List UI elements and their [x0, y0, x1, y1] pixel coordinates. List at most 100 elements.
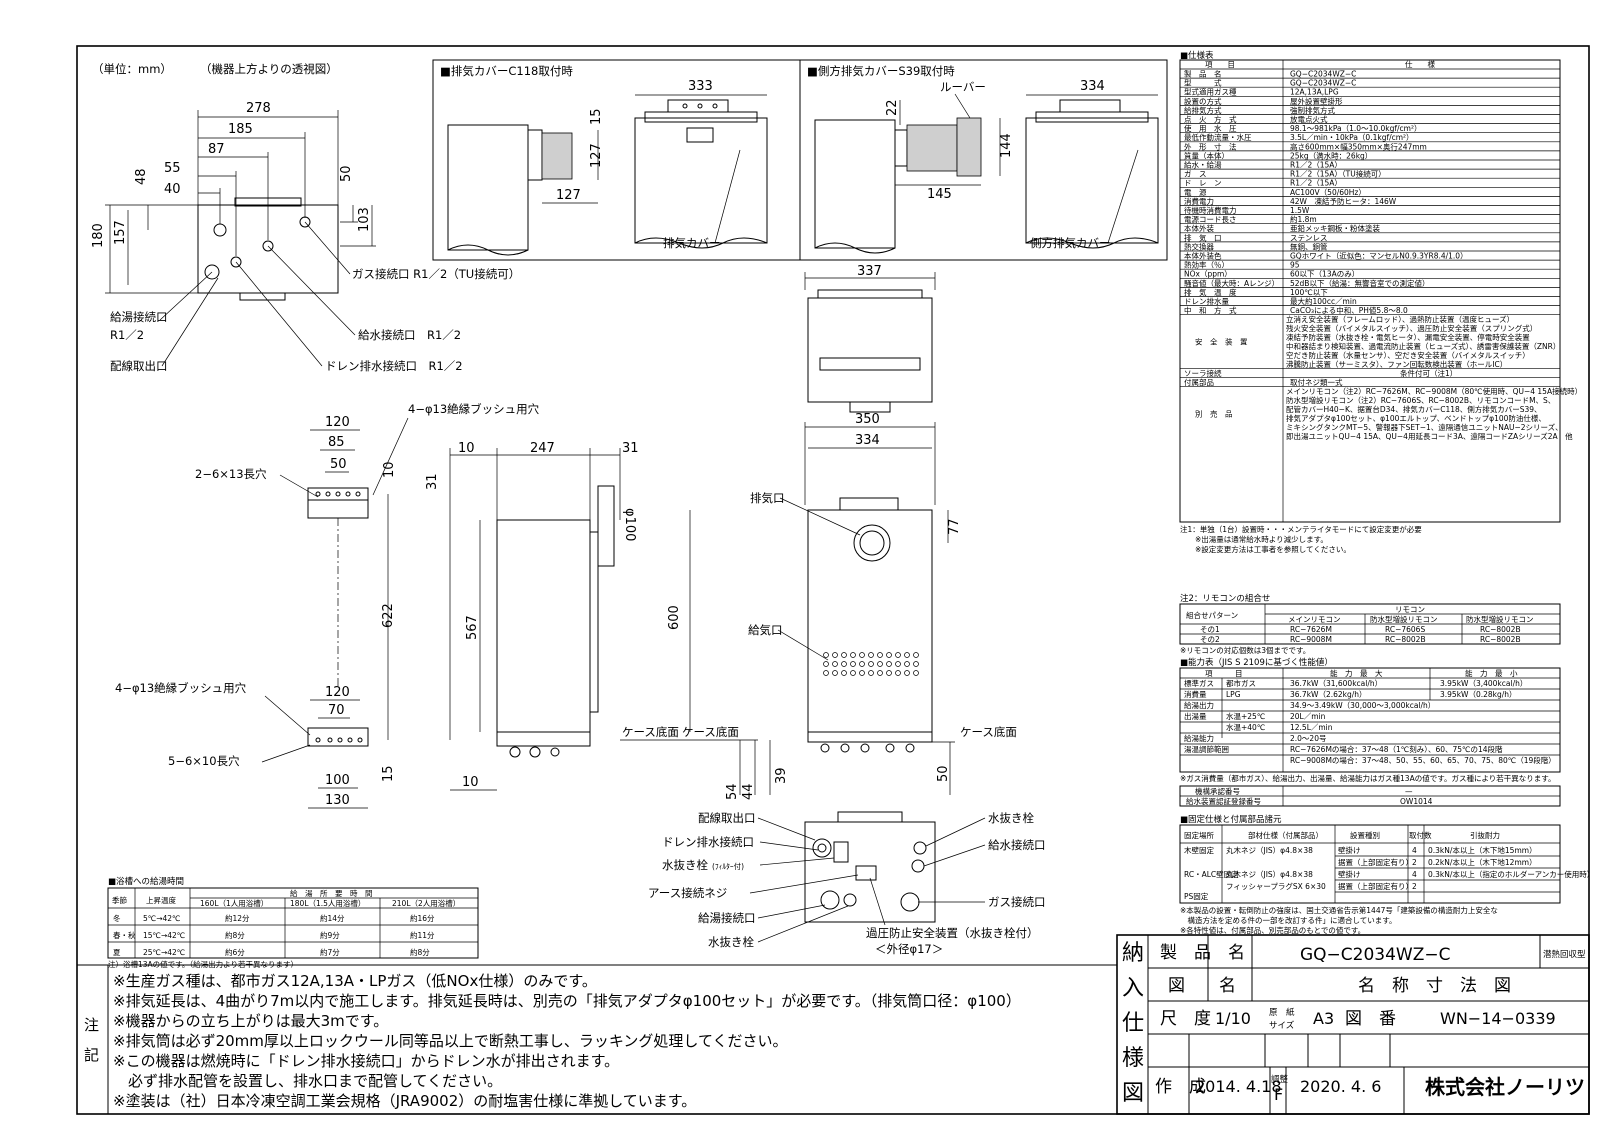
svg-text:15: 15: [589, 108, 604, 125]
grille-hole: [877, 652, 883, 658]
tb-vertical-char: 納: [1122, 941, 1144, 966]
bath-fill-time-table: ■浴槽への給湯時間 季節 上昇温度 給 湯 所 要 時 間 160L（1人用浴槽…: [107, 876, 479, 969]
tb-product-label: 製 品 名: [1160, 943, 1245, 963]
label-bottom-wiring: 配線取出口: [698, 811, 756, 825]
spec-row-label: 電 源: [1184, 188, 1207, 197]
option-line: メインリモコン（注2）RC−7626M、RC−9008M（80℃使用時、QU−4…: [1286, 386, 1582, 396]
grille-hole: [895, 661, 901, 667]
spec-row-value: GQホワイト（近似色：マンセルN0.9.3YR8.4/1.0）: [1290, 251, 1468, 261]
tb-number: WN−14−0339: [1440, 1009, 1556, 1028]
svg-text:39: 39: [774, 767, 789, 784]
fix-cell: 0.3kN/本以上（木下地15mm）: [1428, 845, 1537, 855]
intake-grille: [823, 652, 919, 676]
top-plan-view: 337: [804, 264, 936, 413]
remote-cell: RC−8002B: [1480, 635, 1521, 644]
note-line: 必ず排水配管を設置し、排水口まで配管してください。: [113, 1072, 502, 1090]
callout-gas: ガス接続口 R1／2（TU接続可）: [352, 267, 520, 281]
safety-line: 残火安全装置（バイメタルスイッチ）、過圧防止安全装置（スプリング式）: [1286, 323, 1537, 333]
spec-row-label: 排 気 口: [1184, 232, 1222, 242]
label-intake: 給気口: [748, 623, 783, 637]
spec-row-value: ステンレス: [1290, 233, 1328, 242]
spec-row-label: 中 和 方 式: [1184, 305, 1237, 315]
top-port-drain: [230, 256, 242, 268]
grille-hole: [904, 652, 910, 658]
cover-c118-side: [541, 132, 573, 180]
dim-top-48: 48: [134, 168, 149, 185]
dim-top-278: 278: [246, 101, 271, 116]
tb-paper-label-1: 原 紙: [1269, 1007, 1295, 1018]
capacity-cell: 水温+40℃: [1226, 722, 1265, 732]
callout-bottom-holes: 4−φ13絶縁ブッシュ用穴: [115, 681, 247, 695]
tb-rev-label: 調整: [1271, 1074, 1289, 1085]
grille-hole: [823, 652, 829, 658]
sheet-border: [76, 45, 1590, 1115]
spec-row-label: 給水・給湯: [1184, 160, 1222, 170]
bath-cell: 約8分: [225, 930, 245, 940]
spec-row-value: 屋外設置壁掛形: [1290, 96, 1343, 106]
front-view: 350 334 排気口 77 600 給気口 ケース底面 ケース底面 50: [667, 412, 1017, 795]
svg-text:54: 54: [725, 783, 740, 800]
label-bottom-drain-plug: 水抜き栓: [708, 935, 754, 949]
svg-text:固定場所: 固定場所: [1184, 830, 1214, 840]
spec-row-value: 約1.8m: [1290, 214, 1317, 224]
svg-text:85: 85: [328, 435, 345, 450]
spec-row-label: 熱効率（％）: [1184, 260, 1229, 270]
grille-hole: [868, 661, 874, 667]
note1-line: 注1：単独（1台）設置時・・・メンテライタモードにて設定変更が必要: [1180, 524, 1422, 534]
safety-label: 安 全 装 置: [1195, 337, 1248, 347]
safety-line: 中和器詰まり検知装置、過電流防止装置（ヒューズ式）、誘雷害保護装置（ZNR）: [1286, 341, 1560, 351]
label-louver: ルーバー: [940, 80, 986, 94]
spec-row-label: 電源コード長さ: [1184, 215, 1237, 224]
grille-hole: [841, 661, 847, 667]
remote-title: 注2：リモコンの組合せ: [1180, 593, 1270, 604]
bath-cell: 約11分: [410, 930, 435, 940]
svg-text:仕 様: 仕 様: [1405, 59, 1435, 69]
spec-row-value: R1／2（15A）（TU接続可）: [1290, 169, 1386, 179]
remote-cell: その2: [1200, 635, 1220, 644]
capacity-cell: RC−7626Mの場合：37〜48（1℃刻み）、60、75℃の14段階: [1290, 744, 1503, 754]
spec-row-value: 亜鉛メッキ鋼板・粉体塗装: [1290, 223, 1380, 233]
dim-top-157: 157: [113, 220, 128, 245]
grille-hole: [832, 652, 838, 658]
fix-cell: 2: [1412, 882, 1417, 891]
remote-cell: RC−8002B: [1480, 625, 1521, 634]
capacity-cell: 消費量: [1184, 689, 1207, 699]
option-line: 即出湯ユニットQU−4 15A、QU−4用延長コード3A、遠隔コードZAシリーズ…: [1286, 431, 1573, 441]
spec-row-value: CaCO₃による中和、PH値5.8〜8.0: [1290, 305, 1408, 315]
capacity-cell: 湯温調節範囲: [1184, 744, 1229, 754]
bath-cell: 25℃→42℃: [143, 948, 185, 957]
notes-label-2: 記: [84, 1046, 99, 1064]
grille-hole: [868, 652, 874, 658]
grille-hole: [832, 661, 838, 667]
callout-hot-water: 給湯接続口: [110, 310, 168, 324]
spec-row-value: 高さ600mm×幅350mm×奥行247mm: [1290, 141, 1427, 151]
label-exhaust-cover: 排気カバー: [663, 236, 721, 250]
fix-title: ■固定仕様と付属部品諸元: [1180, 814, 1282, 825]
grille-hole: [841, 670, 847, 676]
callout-drain: ドレン排水接続口 R1／2: [325, 359, 463, 373]
spec-note-1: 注1：単独（1台）設置時・・・メンテライタモードにて設定変更が必要 ※出湯量は通…: [1180, 524, 1422, 554]
svg-text:リモコン: リモコン: [1395, 605, 1425, 614]
svg-text:100: 100: [325, 773, 350, 788]
wall-bracket-view: 4−φ13絶縁ブッシュ用穴 120 85 50 2−6×13長穴 10 622 …: [115, 402, 540, 809]
spec-row-label: 点 火 方 式: [1184, 114, 1237, 124]
label-case-bottom-right: ケース底面: [960, 725, 1017, 739]
safety-line: 凍結予防装置（水抜き栓・電気ヒータ）、漏電安全装置、停電時安全装置: [1286, 332, 1530, 342]
safety-line: 沸騰防止装置（サーミスタ）、ファン回転数検出装置（ホールIC）: [1286, 359, 1507, 369]
svg-text:334: 334: [1080, 79, 1105, 94]
capacity-cell: 20L／min: [1290, 712, 1326, 721]
remote-cell: その1: [1200, 625, 1220, 634]
option-line: 防水型増設リモコン（注2）RC−7606S、RC−8002B、リモコンコードM、…: [1286, 395, 1555, 405]
exhaust-port: [853, 524, 891, 562]
tb-vertical-char: 図: [1122, 1081, 1144, 1106]
panel2-title: ■側方排気カバーS39取付時: [807, 64, 955, 78]
fix-cell: 壁掛け: [1338, 845, 1361, 855]
grille-hole: [850, 652, 856, 658]
spec-row-label: 熱交換器: [1184, 241, 1214, 251]
register-number: OW1014: [1400, 797, 1433, 806]
top-port-hot: [213, 223, 227, 237]
svg-text:能 力 最 小: 能 力 最 小: [1465, 668, 1518, 678]
grille-hole: [850, 661, 856, 667]
svg-text:130: 130: [325, 793, 350, 808]
remote-cell: RC−7606S: [1385, 625, 1425, 634]
